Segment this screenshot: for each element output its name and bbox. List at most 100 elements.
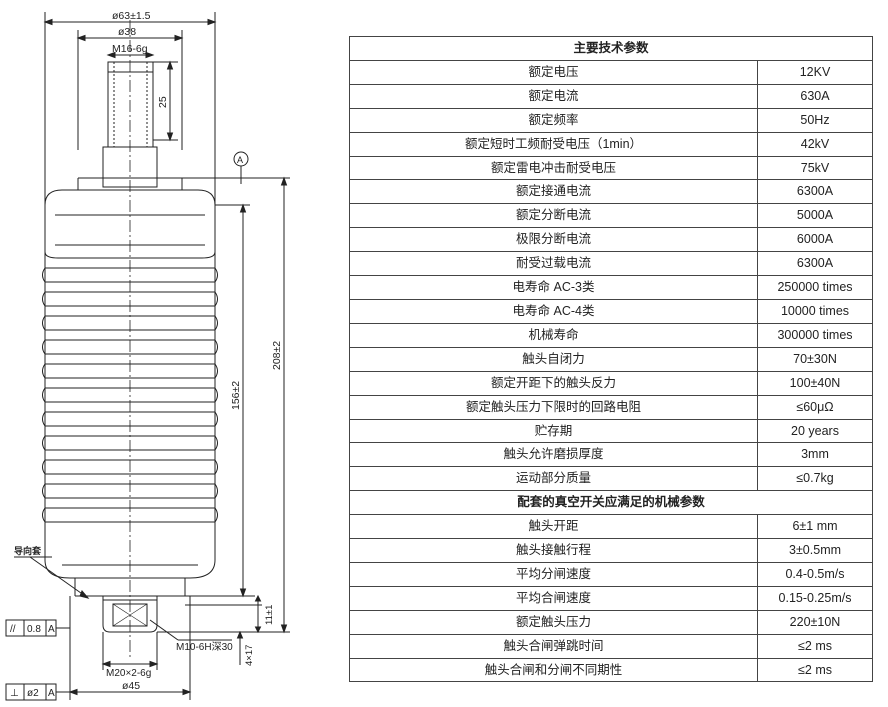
param-name: 触头接触行程 [349,538,758,563]
tol-parallel-symbol: // [10,624,16,635]
param-name: 触头开距 [349,514,758,540]
arrow [149,660,159,668]
dim-outer-diameter: ø63±1.5 [112,10,151,22]
arrow [79,590,90,599]
table-row: 触头合闸和分闸不同期性≤2 ms [349,657,874,683]
param-value: 50Hz [756,107,874,133]
arrow [166,60,174,70]
param-name: 额定短时工频耐受电压（1min） [349,131,758,157]
param-value: 220±10N [756,609,874,635]
param-value: 75kV [756,155,874,181]
dim-4x17: 4×17 [244,645,255,666]
param-value: 12KV [756,59,874,85]
dim-height-208: 208±2 [271,341,283,370]
table-row: 额定短时工频耐受电压（1min）42kV [349,131,874,157]
param-value: 70±30N [756,346,874,372]
arrow [166,132,174,142]
leader-guide [29,556,89,599]
dim-11: 11±1 [264,605,275,625]
dim-m10: M10-6H深30 [176,641,233,653]
param-name: 额定雷电冲击耐受电压 [349,155,758,181]
tol-perp-symbol: ⊥ [10,688,19,699]
leader-m10 [149,619,179,641]
table-row: 额定触头压力下限时的回路电阻≤60μΩ [349,394,874,420]
param-value: ≤2 ms [756,657,874,683]
fixed-stud [102,599,158,633]
arrow [236,630,244,639]
arrow [76,34,86,42]
param-value: 0.4-0.5m/s [756,561,874,587]
param-value: 42kV [756,131,874,157]
arrow [254,594,262,602]
arrow [182,688,192,696]
dim-thread-top: M16-6g [112,43,148,55]
section-title: 配套的真空开关应满足的机械参数 [348,490,874,516]
param-name: 平均合闸速度 [349,585,758,611]
param-value: 250000 times [756,275,874,300]
param-name: 额定频率 [349,107,758,133]
param-name: 运动部分质量 [349,466,758,492]
param-value: 6±1 mm [756,514,874,540]
arrow [174,34,184,42]
param-name: 额定触头压力下限时的回路电阻 [349,394,758,420]
param-name: 触头合闸弹跳时间 [349,633,758,659]
tol-parallel-datum: A [48,624,55,635]
tol-perp-value: ø2 [27,688,39,699]
datum-a-label: A [237,155,243,165]
param-name: 额定触头压力 [349,609,758,635]
tol-perp-datum: A [48,688,55,699]
arrow [280,624,288,634]
param-name: 触头合闸和分闸不同期性 [349,657,758,683]
dim-thread-length: 25 [157,96,169,108]
param-name: 极限分断电流 [349,227,758,253]
tol-parallel-value: 0.8 [27,624,41,635]
arrow [43,18,53,26]
section-header-mechanical: 配套的真空开关应满足的机械参数 [348,490,874,516]
interrupter-drawing: ø63±1.5 ø38 M16-6g 25 156±2 208±2 A 导向套 … [5,10,290,701]
param-value: 300000 times [756,322,874,348]
param-value: 100±40N [756,370,874,396]
arrow [239,588,247,598]
param-name: 额定分断电流 [349,203,758,229]
section-title: 主要技术参数 [348,36,874,61]
param-name: 电寿命 AC-3类 [349,275,758,300]
arrow [280,176,288,186]
param-name: 额定电压 [349,59,758,85]
param-name: 额定电流 [349,83,758,109]
section-header-main: 主要技术参数 [348,36,874,61]
param-name: 机械寿命 [349,322,758,348]
arrow [145,51,155,59]
moving-stem-thread [107,61,154,148]
table-row: 触头合闸弹跳时间≤2 ms [349,633,874,659]
table-row: 运动部分质量≤0.7kg [349,466,874,492]
param-name: 额定开距下的触头反力 [349,370,758,396]
param-name: 平均分闸速度 [349,561,758,587]
param-value: 0.15-0.25m/s [756,585,874,611]
param-name: 贮存期 [349,418,758,444]
arrow [254,626,262,634]
param-value: 10000 times [756,298,874,324]
dim-stem-diameter: ø38 [118,26,136,38]
param-name: 触头允许磨损厚度 [349,442,758,468]
param-value: 6300A [756,179,874,205]
param-value: 3±0.5mm [756,538,874,563]
fixed-stud-hole [112,603,148,627]
param-name: 额定接通电流 [349,179,758,205]
dim-bottom-diameter: ø45 [122,680,140,692]
param-value: 5000A [756,203,874,229]
